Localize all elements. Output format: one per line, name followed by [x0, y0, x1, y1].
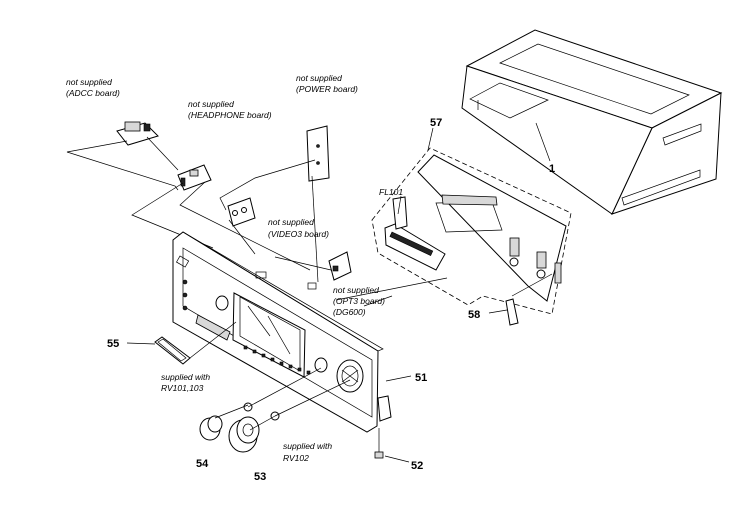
- rv101-label-line2: RV101,103: [161, 383, 204, 393]
- part-number-54: 54: [196, 458, 209, 470]
- part-58-clip: [505, 273, 553, 326]
- headphone-board: [177, 164, 212, 191]
- board-labels: not supplied (ADCC board) not supplied (…: [66, 73, 403, 463]
- adcc-label-line1: not supplied: [66, 77, 112, 87]
- power-board: [306, 125, 330, 182]
- part-number-57: 57: [430, 117, 442, 129]
- part-number-52: 52: [411, 460, 423, 472]
- part-number-53: 53: [254, 471, 266, 483]
- front-panel: [172, 231, 392, 433]
- cover-part: [461, 29, 723, 215]
- part-numbers: 1 51 52 53 54 55 57 58: [107, 117, 555, 483]
- fl101-label: FL101: [379, 187, 403, 197]
- headphone-label-line2: (HEADPHONE board): [188, 110, 272, 120]
- rv102-label-line1: supplied with: [283, 441, 332, 451]
- part-52-foot: [374, 428, 384, 459]
- video3-board: [227, 197, 256, 227]
- number-leaders: [126, 122, 551, 463]
- video3-label-line1: not supplied: [268, 217, 314, 227]
- panel-button-row: [243, 345, 311, 375]
- opt3-label-line1: not supplied: [333, 285, 379, 295]
- power-label-line2: (POWER board): [296, 84, 358, 94]
- rv101-label-line1: supplied with: [161, 372, 210, 382]
- adcc-board: [116, 121, 159, 146]
- part-53-knob: [228, 416, 260, 453]
- part-number-55: 55: [107, 338, 119, 350]
- part-number-51: 51: [415, 372, 427, 384]
- headphone-label-line1: not supplied: [188, 99, 234, 109]
- opt3-label-line3: (DG600): [333, 307, 366, 317]
- part-number-1: 1: [549, 163, 555, 175]
- part-54-knob: [199, 415, 223, 441]
- display-board-assembly: [371, 147, 572, 315]
- part-55-window: [154, 321, 237, 365]
- adcc-label-line2: (ADCC board): [66, 88, 120, 98]
- rv102-label-line2: RV102: [283, 453, 309, 463]
- harness-lines: [66, 136, 448, 307]
- video3-label-line2: (VIDEO3 board): [268, 229, 329, 239]
- washers: [214, 367, 351, 431]
- power-label-line1: not supplied: [296, 73, 342, 83]
- part-number-58: 58: [468, 309, 480, 321]
- opt3-label-line2: (OPT3 board): [333, 296, 385, 306]
- opt3-board: [328, 251, 352, 281]
